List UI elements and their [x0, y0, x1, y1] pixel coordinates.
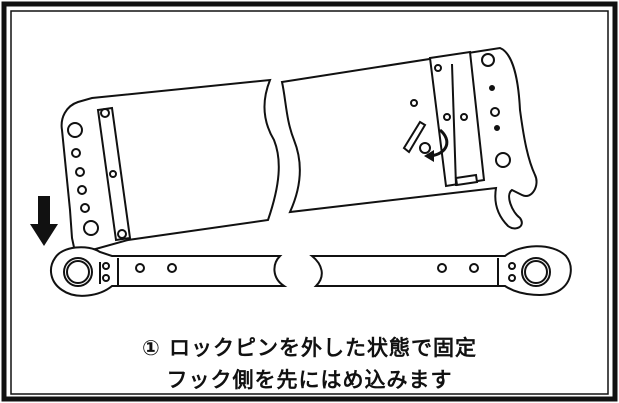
right-panel: [280, 46, 538, 230]
bottom-bar-right: [309, 245, 572, 296]
caption-line-2: フック側を先にはめ込みます: [166, 368, 453, 392]
down-arrow-icon: [30, 196, 58, 246]
curved-arrow-icon: [424, 128, 449, 162]
left-panel: [60, 78, 280, 254]
bottom-bar-left: [49, 246, 288, 297]
caption-line-1: ① ロックピンを外した状態で固定: [141, 336, 478, 360]
inner-border: [10, 10, 609, 395]
